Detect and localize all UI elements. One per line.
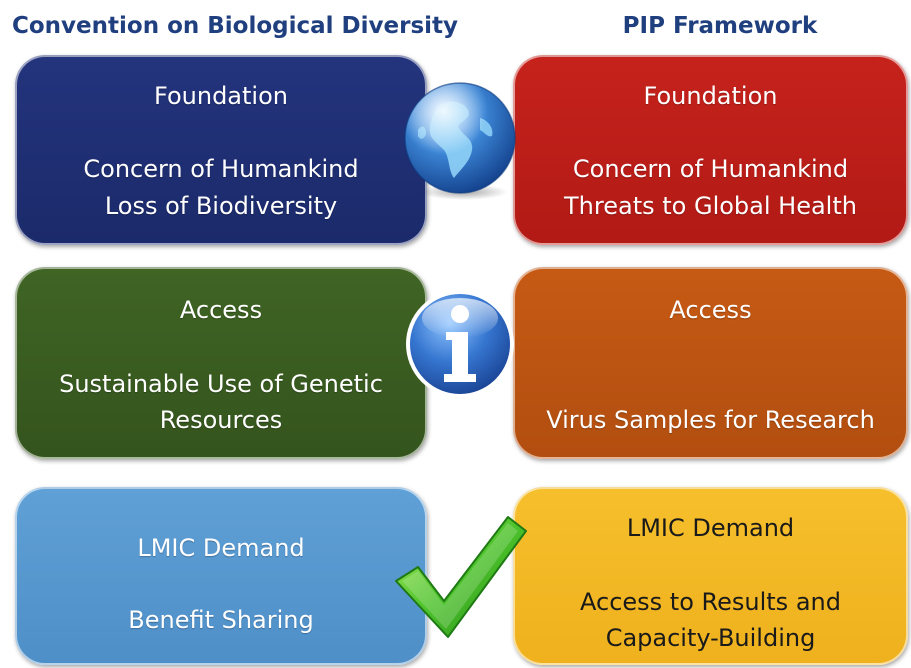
checkmark-icon bbox=[395, 516, 527, 638]
box-text: Access to Results and bbox=[580, 588, 841, 616]
pip-lmic-box: LMIC Demand Access to Results and Capaci… bbox=[513, 487, 908, 665]
box-title: LMIC Demand bbox=[626, 514, 795, 542]
box-text: Virus Samples for Research bbox=[546, 406, 875, 434]
pip-heading: PIP Framework bbox=[622, 13, 818, 39]
box-title: Foundation bbox=[154, 82, 288, 110]
box-text: Sustainable Use of Genetic bbox=[59, 370, 383, 398]
box-title: Access bbox=[669, 296, 752, 324]
cbd-heading: Convention on Biological Diversity bbox=[12, 13, 459, 39]
globe-icon bbox=[404, 82, 516, 200]
cbd-access-box: Access Sustainable Use of Genetic Resour… bbox=[15, 267, 427, 459]
cbd-foundation-box: Foundation Concern of Humankind Loss of … bbox=[15, 55, 427, 245]
box-text: Loss of Biodiversity bbox=[104, 192, 338, 220]
box-text: Concern of Humankind bbox=[572, 155, 849, 183]
box-text: Threats to Global Health bbox=[564, 192, 857, 220]
box-text: Resources bbox=[159, 406, 283, 434]
box-title: LMIC Demand bbox=[137, 534, 305, 562]
cbd-lmic-box: LMIC Demand Benefit Sharing bbox=[15, 487, 427, 665]
box-title: Foundation bbox=[643, 82, 778, 110]
pip-access-box: Access Virus Samples for Research bbox=[513, 267, 908, 459]
info-icon bbox=[406, 290, 514, 398]
pip-foundation-box: Foundation Concern of Humankind Threats … bbox=[513, 55, 908, 245]
box-text: Benefit Sharing bbox=[128, 606, 314, 634]
box-text: Concern of Humankind bbox=[83, 155, 359, 183]
box-title: Access bbox=[179, 296, 263, 324]
box-text: Capacity-Building bbox=[605, 624, 816, 652]
